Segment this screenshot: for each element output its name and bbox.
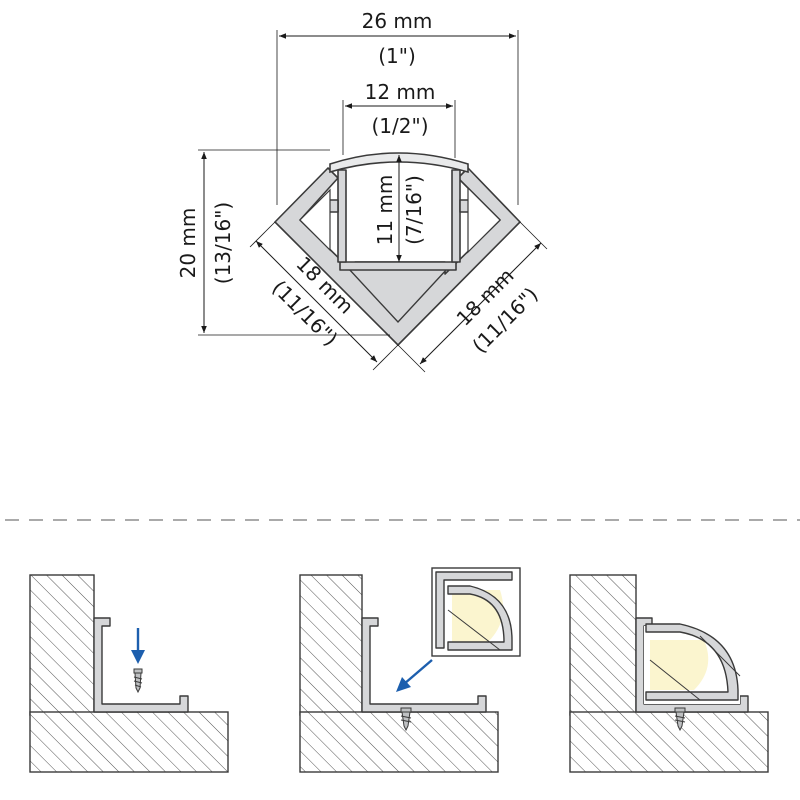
install-step-3: [569, 574, 769, 773]
profile-right-wall: [451, 169, 461, 263]
install-step-2: [299, 567, 521, 773]
dim-total-height-imperial: (13/16"): [211, 202, 235, 284]
base-profile: [361, 617, 487, 713]
dim-inner-width-metric: 12 mm: [365, 80, 436, 104]
screw-icon: [674, 707, 686, 732]
diagonal-arrow-icon: [403, 659, 433, 685]
dim-total-width: 26 mm (1"): [276, 9, 519, 205]
screw-icon: [400, 707, 412, 732]
install-step-1: [29, 574, 229, 773]
dim-total-width-metric: 26 mm: [362, 9, 433, 33]
dim-inner-width-imperial: (1/2"): [372, 114, 429, 138]
dim-total-width-imperial: (1"): [378, 44, 416, 68]
dim-inner-height: 11 mm (7/16"): [373, 155, 426, 262]
dim-inner-width: 12 mm (1/2"): [342, 80, 456, 158]
profile-left-wall: [337, 169, 347, 263]
dim-inner-height-metric: 11 mm: [373, 175, 397, 246]
profile-with-led-icon: [431, 567, 521, 657]
screw-icon: [133, 668, 143, 694]
profile-base: [339, 261, 457, 271]
bare-profile: [93, 617, 189, 713]
installed-profile-icon: [635, 617, 749, 713]
dim-total-height: 20 mm (13/16"): [176, 149, 390, 336]
diffuser-cover: [329, 152, 469, 174]
dim-total-height-metric: 20 mm: [176, 208, 200, 279]
dim-inner-height-imperial: (7/16"): [402, 175, 426, 245]
